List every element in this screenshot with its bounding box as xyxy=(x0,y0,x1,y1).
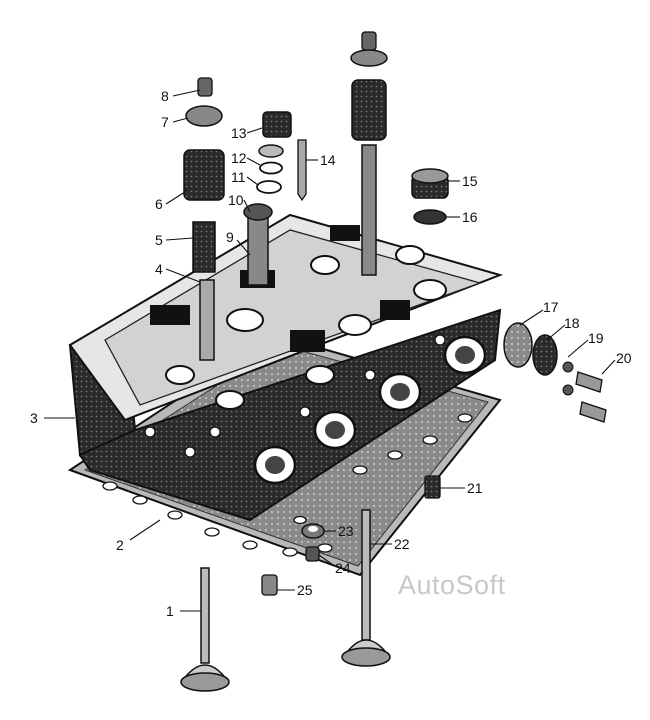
pushrod-tube xyxy=(243,203,273,286)
callout-4: 4 xyxy=(155,261,163,277)
valve-lock-ring xyxy=(301,523,325,539)
callout-17: 17 xyxy=(543,299,559,315)
callout-23: 23 xyxy=(338,523,354,539)
inner-spring xyxy=(192,221,216,273)
callout-14: 14 xyxy=(320,152,336,168)
callout-9: 9 xyxy=(226,229,234,245)
callout-21: 21 xyxy=(467,480,483,496)
callout-16: 16 xyxy=(462,209,478,225)
callout-7: 7 xyxy=(161,114,169,130)
sealing-washer xyxy=(258,144,284,158)
cylinder-head-block xyxy=(68,213,504,522)
callout-20: 20 xyxy=(616,350,632,366)
valve-guide xyxy=(199,279,215,361)
callout-19: 19 xyxy=(588,330,604,346)
flange-gasket xyxy=(503,322,533,368)
callout-13: 13 xyxy=(231,125,247,141)
cap-gasket xyxy=(413,209,447,225)
stud-bolt xyxy=(297,139,307,202)
flange-bolt xyxy=(575,371,607,423)
valve-cap xyxy=(305,546,320,562)
callout-11: 11 xyxy=(231,169,246,185)
seal-ring-upper xyxy=(259,161,283,175)
cover-cap xyxy=(411,168,449,199)
callout-3: 3 xyxy=(30,410,38,426)
callout-1: 1 xyxy=(166,603,174,619)
callout-15: 15 xyxy=(462,173,478,189)
callout-5: 5 xyxy=(155,232,163,248)
callout-12: 12 xyxy=(231,150,247,166)
callout-18: 18 xyxy=(564,315,580,331)
injector-sleeve xyxy=(262,111,292,138)
spring-retainer xyxy=(185,105,223,127)
guide-bushing xyxy=(424,475,441,499)
callout-6: 6 xyxy=(155,196,163,212)
installed-valve-assembly xyxy=(350,31,388,276)
callout-10: 10 xyxy=(228,192,244,208)
seal-ring-lower xyxy=(256,180,282,194)
intake-valve xyxy=(341,509,391,667)
flange-cover xyxy=(532,334,558,376)
callout-labels: 1 2 3 4 5 6 7 8 9 10 11 12 13 14 15 16 1… xyxy=(30,88,632,619)
callout-24: 24 xyxy=(335,560,351,576)
callout-2: 2 xyxy=(116,537,124,553)
callout-25: 25 xyxy=(297,582,313,598)
callout-8: 8 xyxy=(161,88,169,104)
valve-keeper xyxy=(197,77,213,97)
exhaust-valve xyxy=(180,567,230,692)
watermark: AutoSoft xyxy=(398,570,506,600)
outer-spring xyxy=(183,149,225,201)
callout-leaders xyxy=(44,89,616,612)
callout-22: 22 xyxy=(394,536,410,552)
flange-washer xyxy=(562,361,574,396)
dowel-pin xyxy=(261,574,278,596)
